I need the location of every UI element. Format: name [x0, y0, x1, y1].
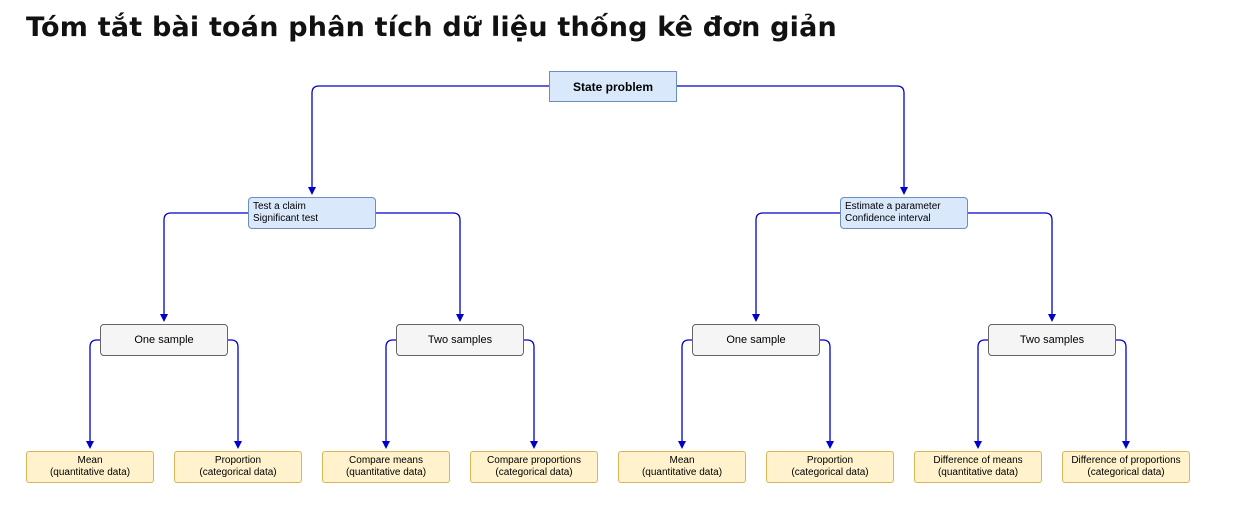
edge-two-est-to-means [977, 339, 988, 443]
edge-test-to-two [376, 212, 461, 316]
leaf-line-1: Mean [669, 455, 695, 466]
node-label: State problem [572, 79, 653, 94]
leaf-text: Mean (quantitative data) [642, 455, 722, 479]
leaf-line-2: (categorical data) [1087, 467, 1165, 478]
edge-root-to-estimate [677, 85, 905, 189]
node-label: One sample [134, 334, 194, 346]
node-text: Estimate a parameter Confidence interval [845, 201, 941, 225]
leaf-line-1: Mean [77, 455, 103, 466]
edge-one-est-to-proportion-arrow [826, 441, 834, 449]
leaf-line-2: (quantitative data) [641, 467, 723, 478]
node-estimate-a-parameter: Estimate a parameter Confidence interval [840, 197, 968, 229]
edge-two-est-to-proportions-arrow [1122, 441, 1130, 449]
node-one-sample-estimate: One sample [692, 324, 820, 356]
edge-test-to-two-arrow [456, 314, 464, 322]
edge-root-to-estimate-arrow [900, 187, 908, 195]
node-test-a-claim: Test a claim Significant test [248, 197, 376, 229]
node-text: Test a claim Significant test [253, 201, 318, 225]
leaf-proportion-test: Proportion (categorical data) [174, 451, 302, 483]
node-two-samples-test: Two samples [396, 324, 524, 356]
leaf-line-1: Difference of means [933, 455, 1023, 466]
edge-one-test-to-mean [89, 339, 100, 443]
leaf-line-1: Difference of proportions [1071, 455, 1181, 466]
leaf-proportion-estimate: Proportion (categorical data) [766, 451, 894, 483]
leaf-compare-means: Compare means (quantitative data) [322, 451, 450, 483]
edge-one-est-to-proportion [820, 339, 831, 443]
page-title: Tóm tắt bài toán phân tích dữ liệu thống… [26, 12, 837, 43]
edge-layer [86, 85, 1130, 449]
leaf-text: Proportion (categorical data) [199, 455, 276, 479]
leaf-line-2: (quantitative data) [49, 467, 131, 478]
leaf-line-1: Proportion [806, 455, 854, 466]
leaf-text: Mean (quantitative data) [50, 455, 130, 479]
node-label: One sample [726, 334, 786, 346]
leaf-line-2: (quantitative data) [345, 467, 427, 478]
node-one-sample-test: One sample [100, 324, 228, 356]
edge-one-test-to-mean-arrow [86, 441, 94, 449]
edge-root-to-test-arrow [308, 187, 316, 195]
leaf-line-2: (categorical data) [199, 467, 277, 478]
edge-root-to-test [311, 85, 549, 189]
edge-one-est-to-mean [681, 339, 692, 443]
node-label: Two samples [1019, 334, 1085, 346]
edge-estimate-to-one [755, 212, 840, 316]
leaf-mean-estimate: Mean (quantitative data) [618, 451, 746, 483]
node-line-2: Significant test [253, 213, 319, 224]
leaf-line-1: Compare means [349, 455, 423, 466]
leaf-line-1: Proportion [214, 455, 262, 466]
edge-two-test-to-proportions-arrow [530, 441, 538, 449]
node-label: Two samples [427, 334, 493, 346]
node-state-problem: State problem [549, 71, 677, 102]
node-line-1: Test a claim [253, 201, 306, 212]
edge-estimate-to-one-arrow [752, 314, 760, 322]
leaf-mean-test: Mean (quantitative data) [26, 451, 154, 483]
edge-two-test-to-means-arrow [382, 441, 390, 449]
edge-two-est-to-means-arrow [974, 441, 982, 449]
leaf-text: Difference of proportions (categorical d… [1071, 455, 1180, 479]
leaf-compare-proportions: Compare proportions (categorical data) [470, 451, 598, 483]
node-line-1: Estimate a parameter [845, 201, 941, 212]
leaf-text: Compare proportions (categorical data) [487, 455, 581, 479]
edge-two-est-to-proportions [1116, 339, 1127, 443]
leaf-difference-of-means: Difference of means (quantitative data) [914, 451, 1042, 483]
edge-one-test-to-proportion [228, 339, 239, 443]
leaf-line-2: (categorical data) [791, 467, 869, 478]
edge-estimate-to-two [968, 212, 1053, 316]
node-two-samples-estimate: Two samples [988, 324, 1116, 356]
edge-test-to-one [163, 212, 248, 316]
edge-estimate-to-two-arrow [1048, 314, 1056, 322]
node-line-2: Confidence interval [845, 213, 931, 224]
edge-two-test-to-means [385, 339, 396, 443]
leaf-text: Compare means (quantitative data) [346, 455, 426, 479]
edge-test-to-one-arrow [160, 314, 168, 322]
edge-two-test-to-proportions [524, 339, 535, 443]
leaf-text: Proportion (categorical data) [791, 455, 868, 479]
leaf-line-2: (categorical data) [495, 467, 573, 478]
leaf-difference-of-proportions: Difference of proportions (categorical d… [1062, 451, 1190, 483]
leaf-line-2: (quantitative data) [937, 467, 1019, 478]
leaf-text: Difference of means (quantitative data) [933, 455, 1022, 479]
edge-one-est-to-mean-arrow [678, 441, 686, 449]
leaf-line-1: Compare proportions [487, 455, 581, 466]
edge-one-test-to-proportion-arrow [234, 441, 242, 449]
